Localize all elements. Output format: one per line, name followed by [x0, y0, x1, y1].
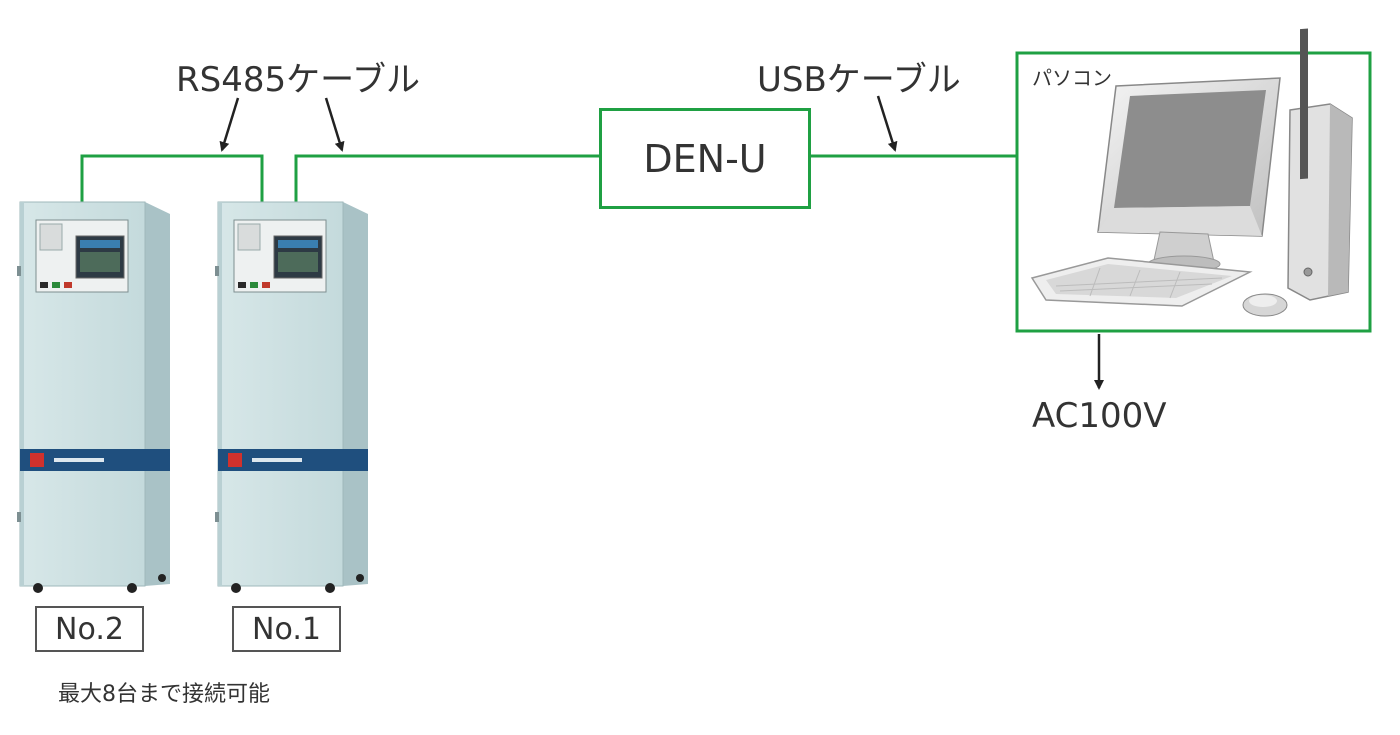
rs485-cable-label: RS485ケーブル: [176, 60, 421, 100]
max-units-note: 最大8台まで接続可能: [58, 682, 270, 707]
rs485-cable-lines: [80, 154, 601, 203]
ac100v-label: AC100V: [1032, 396, 1167, 436]
control-cabinet-icon: [215, 201, 368, 593]
unit-1-label: No.1: [232, 606, 341, 652]
pointer-arrows: [219, 95, 1104, 390]
unit-2-label: No.2: [35, 606, 144, 652]
control-cabinet-icon: [17, 201, 170, 593]
usb-cable-label: USBケーブル: [757, 60, 961, 100]
den-u-box: DEN-U: [599, 108, 811, 209]
pc-label: パソコン: [1032, 66, 1112, 90]
desktop-computer-icon: [1030, 28, 1353, 317]
